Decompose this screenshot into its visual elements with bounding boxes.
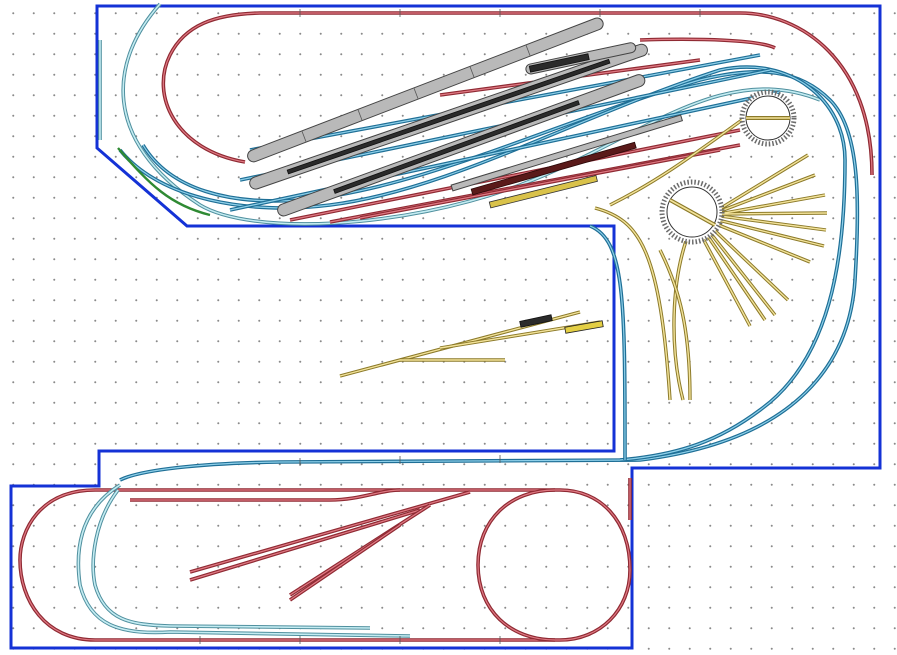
upper-red-mainline: [161, 11, 874, 176]
passenger-train-2: [249, 43, 648, 190]
freight-train-1: [470, 141, 637, 196]
passenger-train-1: [247, 17, 604, 163]
freight-car-dark: [519, 314, 553, 328]
turntable-upper: [609, 89, 797, 207]
turntable-lower: [594, 153, 828, 401]
yellow-siding-group: [339, 310, 604, 378]
lower-red-loop: [18, 478, 632, 642]
freight-train-2: [488, 174, 598, 209]
baseboard-outline: [9, 4, 882, 650]
passenger-train-4: [525, 42, 637, 75]
turntable-lower-radial-tracks: [698, 153, 828, 327]
passenger-trains: [247, 17, 648, 217]
freight-train-3: [450, 114, 684, 192]
track-joint-ticks: [199, 9, 701, 644]
freight-car-yellow: [564, 320, 604, 334]
passenger-train-3: [277, 74, 646, 217]
lower-teal-loop: [76, 483, 411, 638]
freight-trains: [450, 114, 684, 209]
